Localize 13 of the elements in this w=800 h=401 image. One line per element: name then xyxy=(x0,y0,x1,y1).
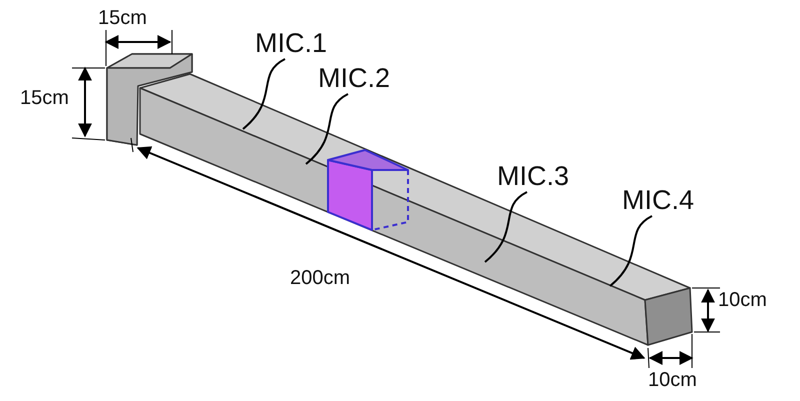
leader-line xyxy=(484,191,528,263)
leader-line xyxy=(242,58,286,130)
dimension-label: 200cm xyxy=(290,268,350,288)
dimension-label: 10cm xyxy=(718,290,767,310)
microphone-label: MIC.3 xyxy=(497,163,570,190)
dimension-label: 10cm xyxy=(648,370,697,390)
leader-line xyxy=(305,93,349,165)
dimension-label: 15cm xyxy=(98,8,147,28)
microphone-label: MIC.4 xyxy=(622,187,694,214)
microphone-label: MIC.2 xyxy=(318,65,390,92)
microphone-label: MIC.1 xyxy=(255,30,328,57)
leader-line xyxy=(609,215,653,287)
dimension-label: 15cm xyxy=(20,88,69,108)
